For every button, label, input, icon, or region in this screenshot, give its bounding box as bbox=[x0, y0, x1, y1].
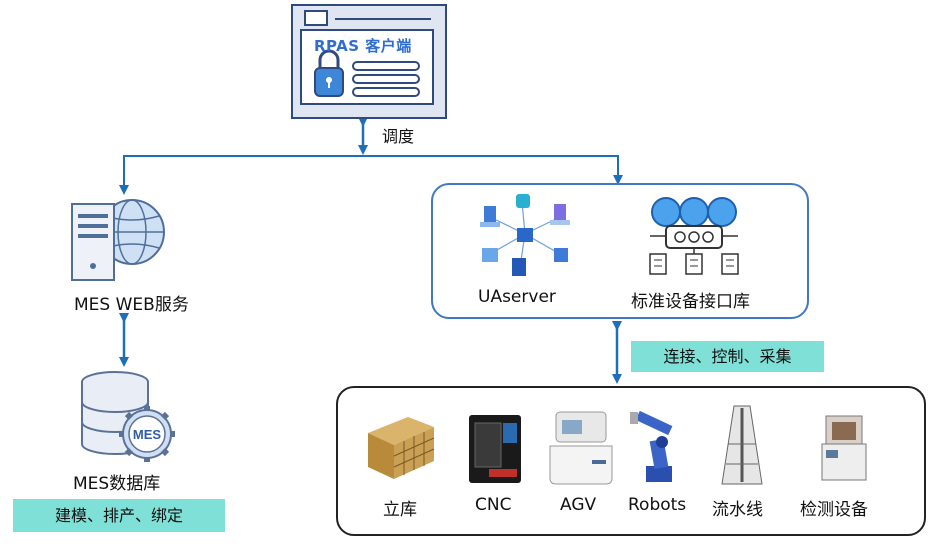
uaserver-icon bbox=[480, 194, 570, 276]
mes-badge: MES bbox=[133, 427, 162, 442]
rpas-client-icon bbox=[300, 10, 434, 105]
device-label-agv: AGV bbox=[560, 495, 597, 515]
dispatch-label: 调度 bbox=[382, 127, 415, 146]
assembly-line-icon bbox=[721, 405, 763, 485]
database-icon: MES bbox=[81, 371, 175, 462]
robot-arm-icon bbox=[630, 410, 673, 482]
cnc-machine-icon bbox=[469, 415, 521, 483]
device-library-label: 标准设备接口库 bbox=[631, 292, 750, 312]
inspection-equipment-icon bbox=[821, 415, 867, 481]
device-label-warehouse: 立库 bbox=[383, 500, 417, 520]
device-label-robots: Robots bbox=[628, 495, 687, 515]
device-label-inspection: 检测设备 bbox=[800, 500, 868, 520]
web-server-icon bbox=[71, 199, 165, 281]
rpas-client-title: RPAS 客户端 bbox=[314, 37, 412, 55]
modeling-callout: 建模、排产、绑定 bbox=[13, 499, 225, 532]
device-label-cnc: CNC bbox=[475, 495, 512, 515]
mes-web-label: MES WEB服务 bbox=[74, 295, 189, 315]
connect-callout: 连接、控制、采集 bbox=[631, 341, 824, 372]
mes-db-label: MES数据库 bbox=[73, 474, 161, 494]
device-library-icon bbox=[649, 197, 739, 275]
uaserver-label: UAserver bbox=[478, 287, 556, 307]
agv-robot-icon bbox=[549, 411, 613, 485]
warehouse-icon bbox=[368, 417, 435, 479]
device-label-assembly-line: 流水线 bbox=[712, 500, 763, 520]
